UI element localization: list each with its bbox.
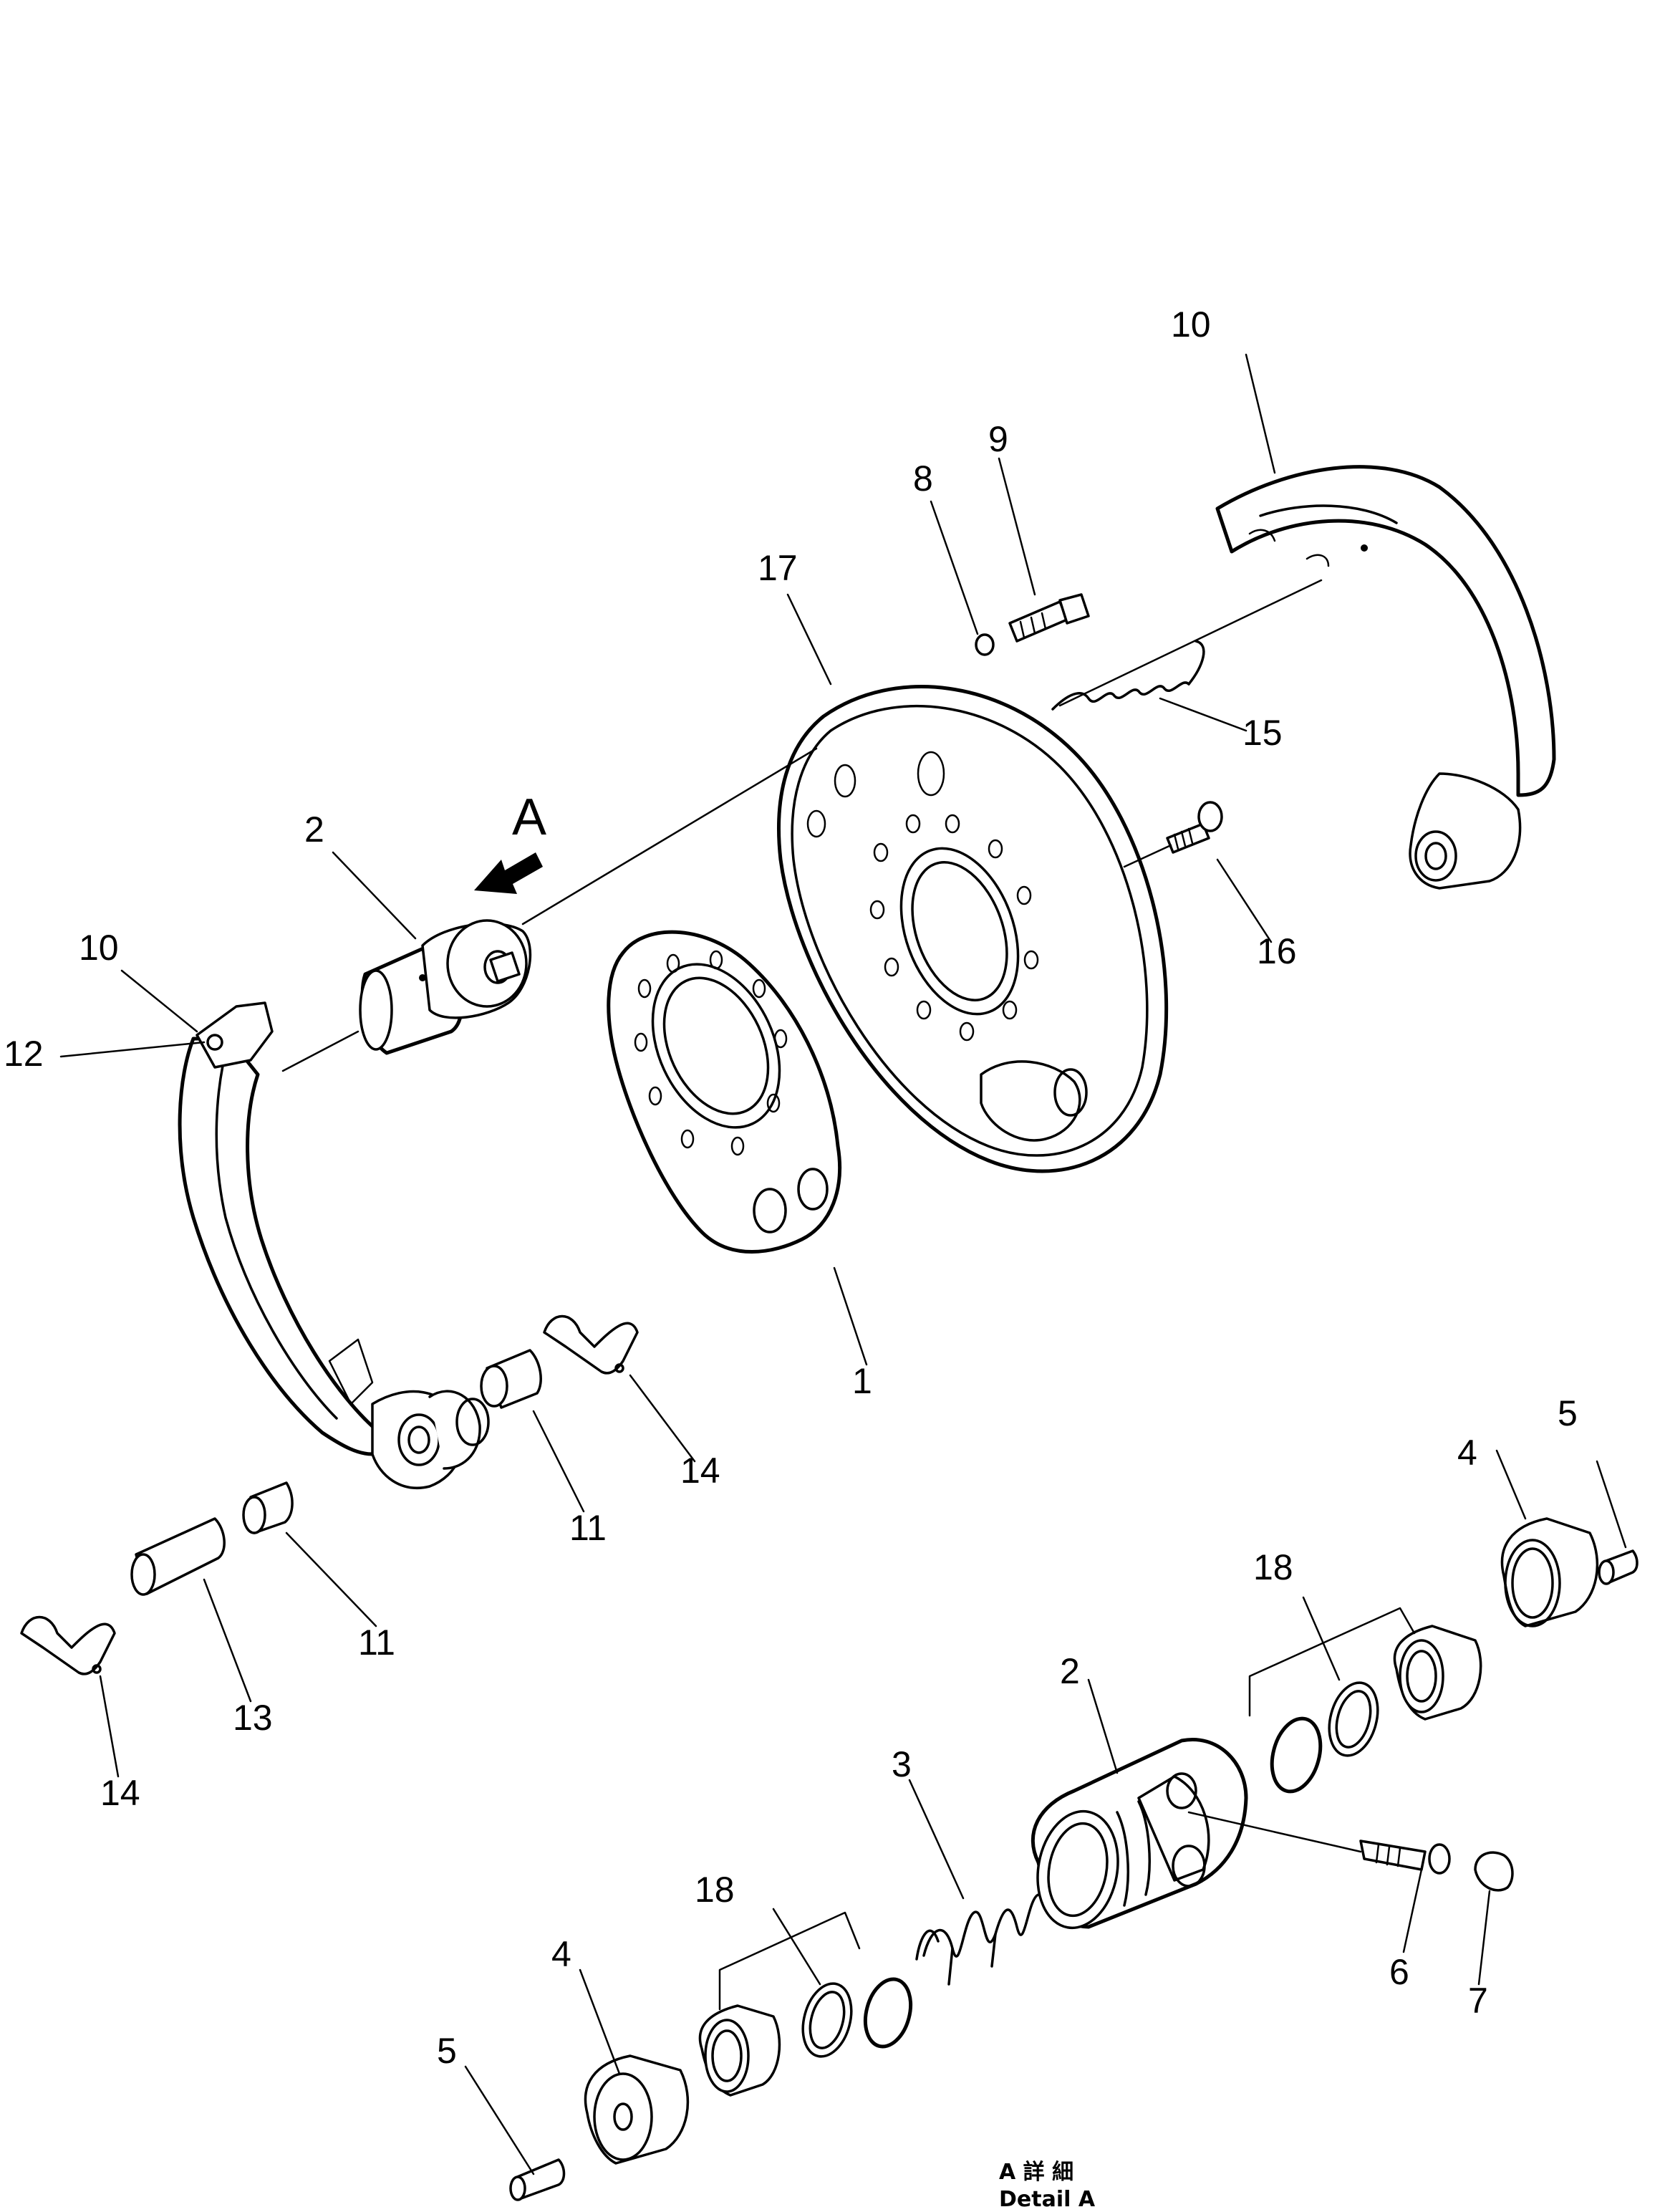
label-part-2-detail: 2 xyxy=(1060,1651,1080,1691)
label-part-17: 17 xyxy=(758,548,798,588)
piston-right xyxy=(1393,1625,1482,1721)
label-part-4-right: 4 xyxy=(1457,1433,1477,1473)
label-part-6: 6 xyxy=(1389,1952,1409,1992)
view-marker-label: A xyxy=(512,789,546,846)
assembly-lines xyxy=(281,579,1362,1853)
detail-caption: A 詳 細 Detail A xyxy=(999,2160,1096,2212)
label-part-7: 7 xyxy=(1468,1981,1488,2021)
label-part-8: 8 xyxy=(913,458,933,499)
part-labels: 10 9 8 17 15 16 2 10 12 1 14 11 11 13 14… xyxy=(4,304,1578,2071)
group-bracket-18-upper xyxy=(1248,1607,1416,1717)
wheel-cylinder-assembled xyxy=(359,919,532,1055)
label-part-2-top: 2 xyxy=(304,809,324,850)
label-part-14-upper: 14 xyxy=(680,1451,720,1491)
label-part-11-lower: 11 xyxy=(358,1622,395,1663)
label-part-5-right: 5 xyxy=(1558,1393,1578,1433)
caption-japanese: A 詳 細 xyxy=(999,2160,1073,2185)
washer-8 xyxy=(975,633,995,656)
piston-left xyxy=(698,2004,781,2097)
label-part-13: 13 xyxy=(233,1698,273,1738)
leader-lines xyxy=(59,353,1627,2175)
spring-15 xyxy=(1051,640,1205,711)
bushing-11-lower xyxy=(242,1481,294,1534)
label-part-16: 16 xyxy=(1257,931,1297,971)
bushing-11-upper xyxy=(480,1349,542,1409)
clip-14-lower xyxy=(20,1615,116,1675)
label-part-10-left: 10 xyxy=(79,928,119,968)
label-part-12: 12 xyxy=(4,1034,44,1074)
label-part-18-lower: 18 xyxy=(695,1870,735,1910)
cap-7 xyxy=(1474,1851,1514,1892)
bolt-9 xyxy=(1008,593,1090,643)
label-part-15: 15 xyxy=(1242,713,1283,753)
pin-13 xyxy=(130,1517,226,1596)
boot-4-right xyxy=(1500,1517,1599,1627)
label-part-5-left: 5 xyxy=(437,2031,457,2071)
label-part-1: 1 xyxy=(852,1361,872,1401)
label-part-9: 9 xyxy=(988,419,1008,459)
oring-18-right xyxy=(1270,1716,1323,1794)
clip-14-upper xyxy=(543,1314,639,1375)
cup-18-left xyxy=(801,1982,853,2058)
bleeder-screw-6 xyxy=(1359,1840,1451,1875)
group-bracket-18-lower xyxy=(718,1911,861,2011)
label-part-11-upper: 11 xyxy=(569,1508,607,1548)
back-plate xyxy=(777,685,1169,1173)
cup-18-right xyxy=(1328,1681,1379,1757)
anchor-plate xyxy=(607,930,842,1254)
label-part-4-left: 4 xyxy=(551,1934,571,1974)
pin-5-left xyxy=(509,2158,566,2201)
pin-5-right xyxy=(1598,1549,1639,1585)
pin-16 xyxy=(1166,801,1223,854)
spring-3 xyxy=(915,1893,1040,1986)
oring-18-left xyxy=(863,1977,913,2049)
label-part-14-lower: 14 xyxy=(100,1773,140,1813)
view-arrow-a: A xyxy=(474,789,546,894)
caption-english: Detail A xyxy=(999,2187,1096,2212)
label-part-3: 3 xyxy=(892,1744,912,1784)
cylinder-body-2 xyxy=(1031,1738,1248,1930)
brake-shoe-left xyxy=(178,1001,490,1489)
label-part-10-top: 10 xyxy=(1171,304,1211,345)
brake-shoe-right xyxy=(1215,465,1556,890)
label-part-18-upper: 18 xyxy=(1253,1547,1293,1587)
boot-4-left xyxy=(584,2054,690,2165)
